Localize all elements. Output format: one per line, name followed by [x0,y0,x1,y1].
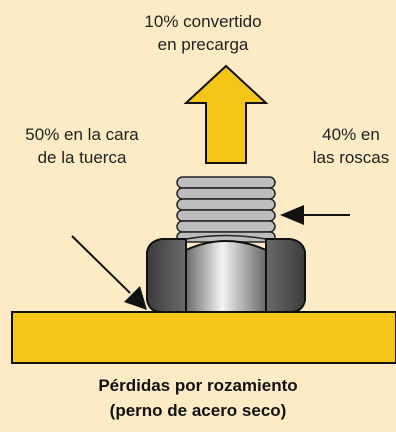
nut-face-label: 50% en la cara de la tuerca [25,125,139,167]
plate [11,311,396,364]
preload-label: 10% convertido en precarga [144,12,262,54]
nut-face-pointer [71,235,147,310]
threads-label: 40% en las roscas [312,125,390,167]
caption: Pérdidas por rozamiento (perno de acero … [98,376,298,420]
preload-arrow [183,64,269,164]
threads-pointer [280,205,350,225]
bolt-threads [176,176,276,243]
nut [146,234,306,313]
